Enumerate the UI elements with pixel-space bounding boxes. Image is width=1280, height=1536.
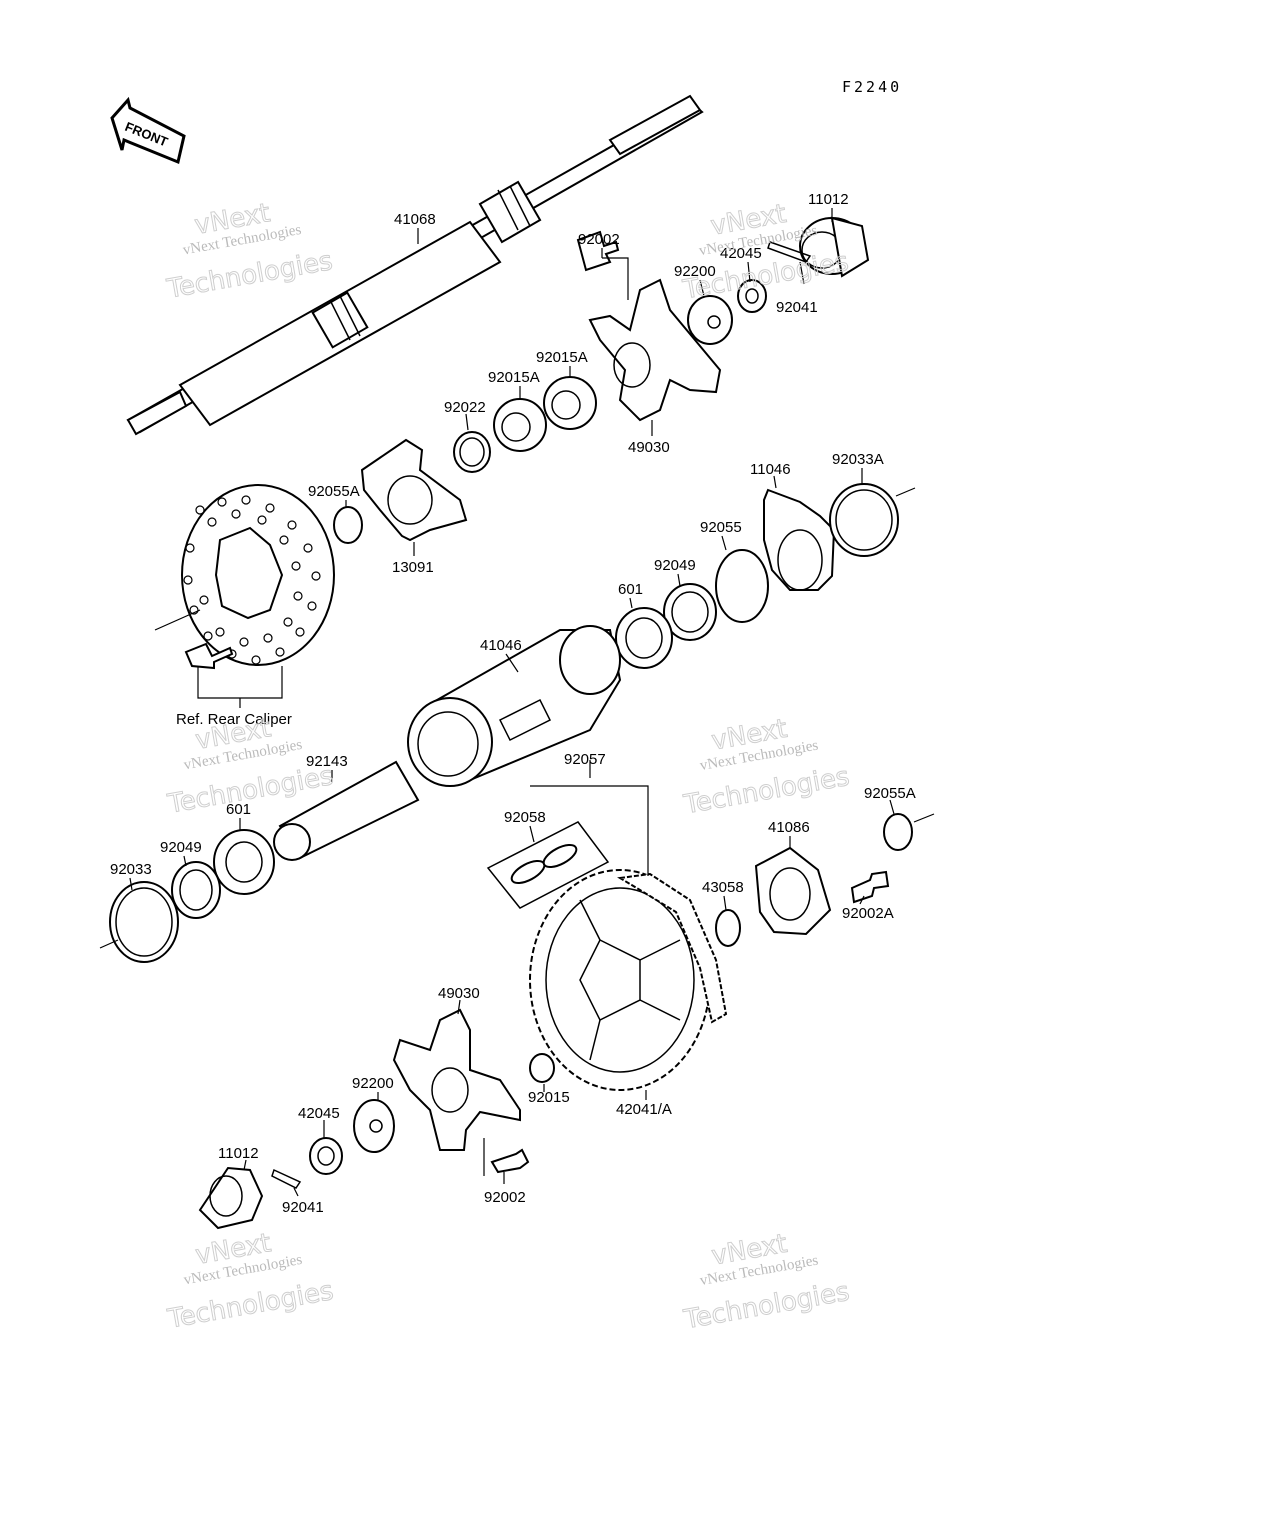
ring-92055a-right — [883, 813, 913, 851]
label-49030-bottom: 49030 — [438, 985, 480, 1002]
washer-top — [687, 295, 733, 345]
label-92002a: 92002A — [842, 905, 894, 922]
label-41046: 41046 — [480, 637, 522, 654]
label-92055a-left: 92055A — [308, 483, 360, 500]
label-92041-top: 92041 — [776, 299, 818, 316]
label-601-left: 601 — [226, 801, 251, 818]
washer-bottom — [353, 1099, 395, 1153]
seal-92049-left — [171, 861, 221, 919]
ring-92055a-left — [333, 506, 363, 544]
label-42045-bottom: 42045 — [298, 1105, 340, 1122]
ref-caliper-bracket — [197, 666, 283, 708]
label-92041-bottom: 92041 — [282, 1199, 324, 1216]
chain-link-92058 — [486, 821, 610, 909]
label-92143: 92143 — [306, 753, 348, 770]
bolt-top — [576, 230, 620, 272]
wheel-hub-top — [588, 278, 722, 422]
sprocket-42041 — [529, 869, 711, 1091]
seal-92049-right — [663, 583, 717, 641]
label-92002-bottom: 92002 — [484, 1189, 526, 1206]
castle-nut-bottom — [309, 1137, 343, 1175]
axle-cap-top — [799, 216, 870, 278]
label-92200-bottom: 92200 — [352, 1075, 394, 1092]
label-92015a-1: 92015A — [536, 349, 588, 366]
label-92002-top: 92002 — [578, 231, 620, 248]
drive-chain — [617, 872, 728, 1024]
ring-43058 — [715, 909, 741, 947]
flange-13091 — [360, 438, 468, 542]
part-labels: 41068 11012 92002 92200 42045 92041 9201… — [110, 191, 916, 1216]
label-92049-right: 92049 — [654, 557, 696, 574]
label-92057: 92057 — [564, 751, 606, 768]
label-92015: 92015 — [528, 1089, 570, 1106]
axle-cap-bottom — [198, 1166, 264, 1230]
cotter-pin-top — [767, 241, 812, 263]
circlip-92033 — [109, 881, 179, 963]
label-42041a: 42041/A — [616, 1101, 672, 1118]
label-42045-top: 42045 — [720, 245, 762, 262]
bolt-92002a — [850, 870, 890, 904]
label-92055a-right: 92055A — [864, 785, 916, 802]
figure-code: F2240 — [842, 78, 902, 96]
label-43058: 43058 — [702, 879, 744, 896]
bearing-601-left — [213, 829, 275, 895]
label-49030-top: 49030 — [628, 439, 670, 456]
label-13091: 13091 — [392, 559, 434, 576]
label-41068: 41068 — [394, 211, 436, 228]
front-arrow-icon: FRONT — [110, 96, 186, 165]
label-92049-left: 92049 — [160, 839, 202, 856]
axle-shaft — [126, 94, 704, 436]
nut-92015 — [529, 1053, 555, 1083]
label-41086: 41086 — [768, 819, 810, 836]
bearing-601-right — [615, 607, 673, 669]
nut-92015a-2 — [493, 398, 547, 452]
cotter-pin-bottom — [271, 1168, 302, 1189]
label-92022: 92022 — [444, 399, 486, 416]
bolt-bottom — [490, 1148, 530, 1174]
disc-bolt — [184, 642, 234, 670]
plate-11046 — [763, 488, 836, 591]
label-92033: 92033 — [110, 861, 152, 878]
label-92033a: 92033A — [832, 451, 884, 468]
nut-92015a-1 — [543, 376, 597, 430]
label-11012-bottom: 11012 — [218, 1145, 259, 1162]
axle-housing-41046 — [407, 625, 622, 787]
ring-92022 — [453, 431, 491, 473]
sleeve-92143 — [273, 760, 420, 861]
label-11046: 11046 — [750, 461, 791, 478]
watermark-tl: vNext vNext Technologies Technologies — [164, 198, 336, 306]
label-11012-top: 11012 — [808, 191, 849, 208]
wheel-hub-bottom — [392, 1008, 521, 1151]
castle-nut-top — [737, 279, 767, 313]
coupling-41086 — [754, 846, 832, 936]
ref-rear-caliper: Ref. Rear Caliper — [176, 711, 292, 728]
oring-92055 — [715, 549, 769, 623]
label-92058: 92058 — [504, 809, 546, 826]
watermark-br: vNext vNext Technologies Technologies — [681, 1228, 853, 1336]
leader-lines — [129, 208, 895, 1197]
brake-disc — [181, 484, 335, 666]
label-92015a-2: 92015A — [488, 369, 540, 386]
watermark-mr: vNext vNext Technologies Technologies — [681, 713, 853, 821]
label-92200-top: 92200 — [674, 263, 716, 280]
label-601-right: 601 — [618, 581, 643, 598]
circlip-92033a — [829, 483, 899, 557]
label-92055: 92055 — [700, 519, 742, 536]
watermark-bl: vNext vNext Technologies Technologies — [164, 1228, 336, 1336]
